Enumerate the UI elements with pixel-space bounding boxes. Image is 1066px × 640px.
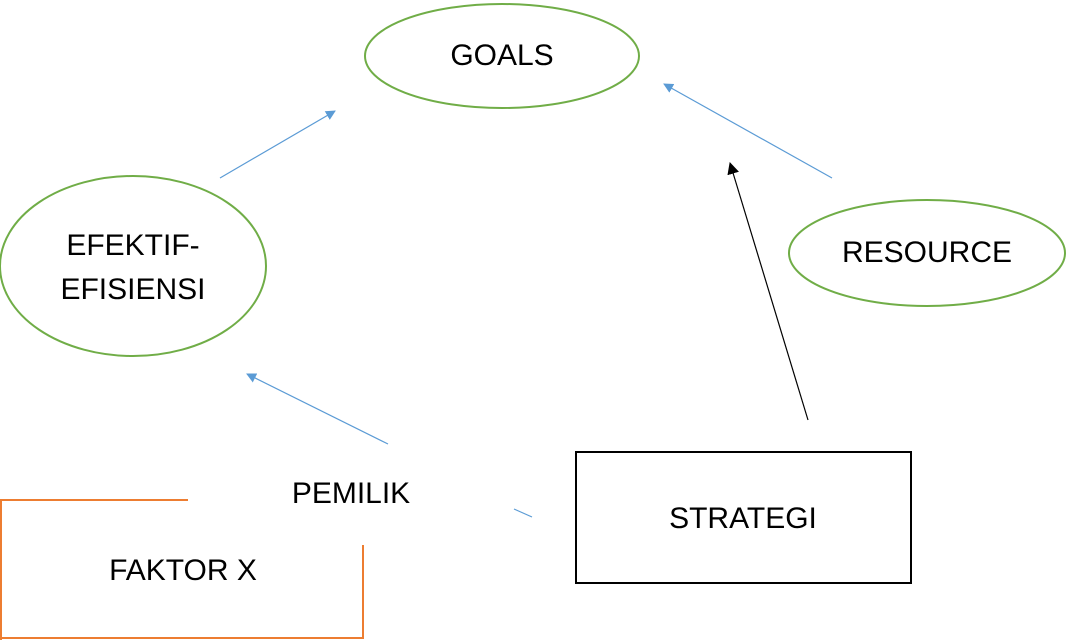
pemilik-label: PEMILIK	[291, 477, 411, 510]
resource-label: RESOURCE	[841, 236, 1013, 269]
faktor-x-node	[0, 499, 364, 640]
faktor-x-label: FAKTOR X	[109, 554, 257, 587]
efektif-label-line2: EFISIENSI	[60, 273, 206, 306]
arrow-resource-to-goals	[663, 83, 833, 179]
strategi-label: STRATEGI	[669, 502, 817, 535]
strategi-node	[575, 451, 912, 584]
efektif-label-line1: EFEKTIF-	[66, 229, 200, 262]
connector-strategi-to-pemilik	[513, 508, 533, 518]
arrow-efektif-to-goals	[219, 110, 336, 179]
arrow-pemilik-to-efektif	[246, 373, 389, 445]
resource-node	[788, 199, 1066, 307]
efektif-efisiensi-node	[0, 175, 267, 357]
goals-node	[364, 3, 640, 109]
arrow-strategi-to-goals	[727, 162, 809, 421]
goals-label: GOALS	[450, 39, 554, 72]
